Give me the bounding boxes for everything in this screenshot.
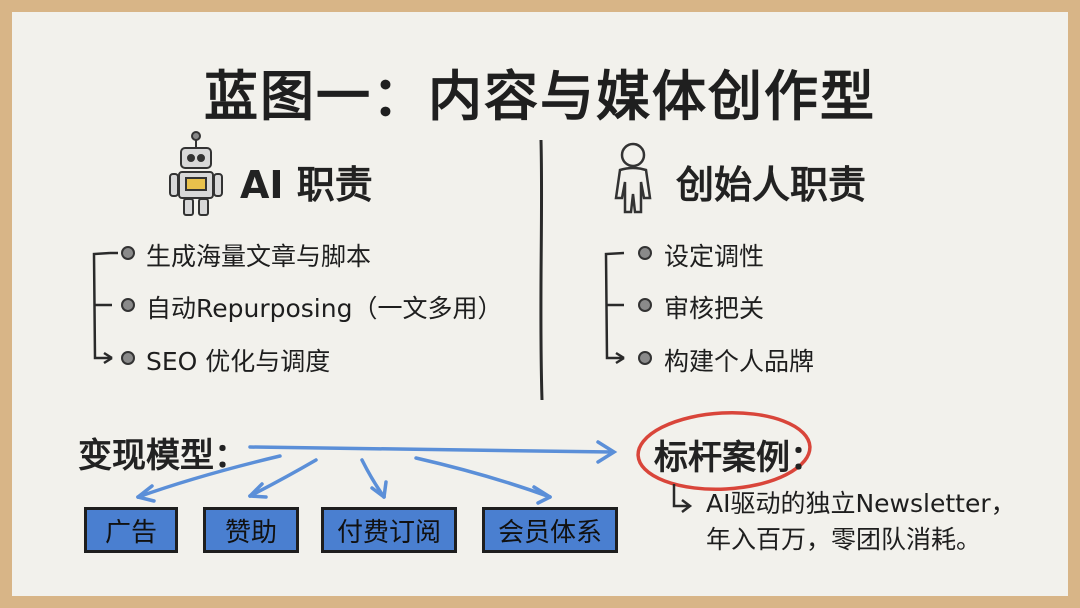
founder-item: 构建个人品牌 [664,347,815,376]
founder-item: 审核把关 [664,294,765,323]
person-icon [614,142,652,214]
robot-icon [169,131,223,216]
monetization-box-membership: 会员体系 [482,507,618,553]
monetization-box-sponsor: 赞助 [203,507,299,553]
benchmark-label: 标杆案例： [654,438,824,478]
monetization-box-ads: 广告 [84,507,178,553]
ai-item: 生成海量文章与脚本 [146,242,372,271]
monetization-label: 变现模型： [78,436,248,476]
page-title: 蓝图一：内容与媒体创作型 [204,65,876,128]
bullet-dot [121,246,135,260]
founder-bracket [604,251,625,365]
founder-heading: 创始人职责 [676,163,867,207]
benchmark-arrow [672,484,693,513]
ai-bracket [92,251,118,365]
fan-arrows [136,454,552,505]
benchmark-line-1: AI驱动的独立Newsletter， [706,489,1016,518]
highlight-circle [636,411,812,491]
ai-item: 自动Repurposing（一文多用） [146,294,503,323]
main-arrow [248,440,618,464]
center-divider [539,139,544,401]
bullet-dot [638,351,652,365]
bullet-dot [638,246,652,260]
monetization-box-subscription: 付费订阅 [321,507,457,553]
benchmark-line-2: 年入百万，零团队消耗。 [706,525,982,554]
founder-item: 设定调性 [664,242,765,271]
ai-heading: AI 职责 [240,163,373,207]
ai-item: SEO 优化与调度 [146,347,331,376]
bullet-dot [638,298,652,312]
bullet-dot [121,351,135,365]
bullet-dot [121,298,135,312]
